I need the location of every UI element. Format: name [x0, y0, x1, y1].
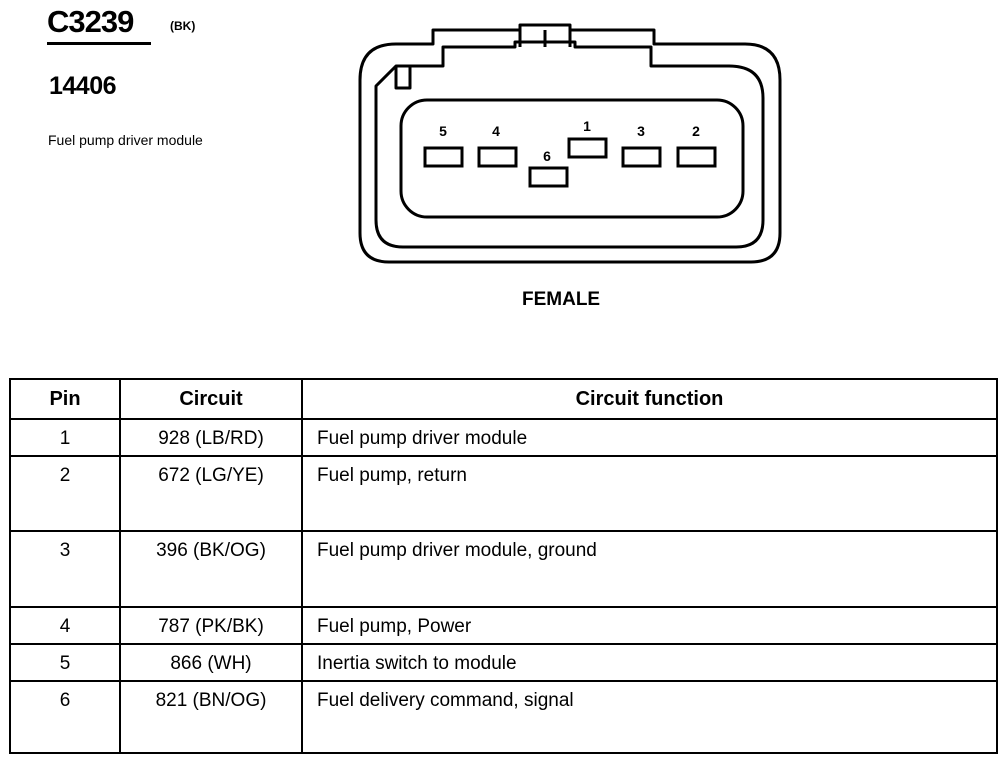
function-cell: Fuel pump, return — [301, 455, 998, 532]
pin-cell: 5 — [9, 643, 121, 682]
pin-cell: 4 — [9, 606, 121, 645]
pin-cell: 3 — [9, 530, 121, 608]
circuit-cell: 866 (WH) — [119, 643, 303, 682]
pin-6-terminal — [528, 166, 569, 188]
table-row: 1 928 (LB/RD) Fuel pump driver module — [9, 418, 998, 457]
table-row: 3 396 (BK/OG) Fuel pump driver module, g… — [9, 530, 998, 608]
pin-3-terminal — [621, 146, 662, 168]
connector-id: C3239 — [47, 4, 134, 39]
function-cell: Fuel pump driver module, ground — [301, 530, 998, 608]
pin-6-label: 6 — [543, 148, 551, 164]
table-row: 4 787 (PK/BK) Fuel pump, Power — [9, 606, 998, 645]
pin-1-terminal — [567, 137, 608, 159]
circuit-column-header: Circuit — [119, 378, 303, 420]
connector-key-notch — [394, 66, 412, 90]
connector-cavity — [399, 98, 745, 219]
pin-table: Pin Circuit Circuit function 1 928 (LB/R… — [9, 378, 998, 754]
module-name: Fuel pump driver module — [48, 132, 203, 148]
pin-5-label: 5 — [439, 123, 447, 139]
pin-cell: 2 — [9, 455, 121, 532]
function-column-header: Circuit function — [301, 378, 998, 420]
pin-3-label: 3 — [637, 123, 645, 139]
pin-2-terminal — [676, 146, 717, 168]
connector-view-label: FEMALE — [522, 289, 601, 310]
circuit-cell: 787 (PK/BK) — [119, 606, 303, 645]
table-row: 6 821 (BN/OG) Fuel delivery command, sig… — [9, 680, 998, 754]
connector-housing-outline — [358, 23, 782, 264]
connector-id-underline — [47, 42, 151, 45]
connector-color: (BK) — [170, 19, 196, 33]
pin-cell: 6 — [9, 680, 121, 754]
pin-2-label: 2 — [692, 123, 700, 139]
circuit-cell: 928 (LB/RD) — [119, 418, 303, 457]
pin-column-header: Pin — [9, 378, 121, 420]
pin-4-label: 4 — [492, 123, 500, 139]
circuit-cell: 396 (BK/OG) — [119, 530, 303, 608]
pin-5-terminal — [423, 146, 464, 168]
connector-face-diagram: 5 4 1 3 2 6 — [358, 23, 782, 264]
circuit-cell: 672 (LG/YE) — [119, 455, 303, 532]
function-cell: Fuel delivery command, signal — [301, 680, 998, 754]
pin-1-label: 1 — [583, 118, 591, 134]
circuit-cell: 821 (BN/OG) — [119, 680, 303, 754]
function-cell: Fuel pump, Power — [301, 606, 998, 645]
function-cell: Fuel pump driver module — [301, 418, 998, 457]
table-row: 5 866 (WH) Inertia switch to module — [9, 643, 998, 682]
connector-inner-housing — [374, 40, 765, 249]
function-cell: Inertia switch to module — [301, 643, 998, 682]
pin-cell: 1 — [9, 418, 121, 457]
table-row: 2 672 (LG/YE) Fuel pump, return — [9, 455, 998, 532]
pin-table-header-row: Pin Circuit Circuit function — [9, 378, 998, 420]
pin-4-terminal — [477, 146, 518, 168]
part-number: 14406 — [49, 72, 117, 100]
